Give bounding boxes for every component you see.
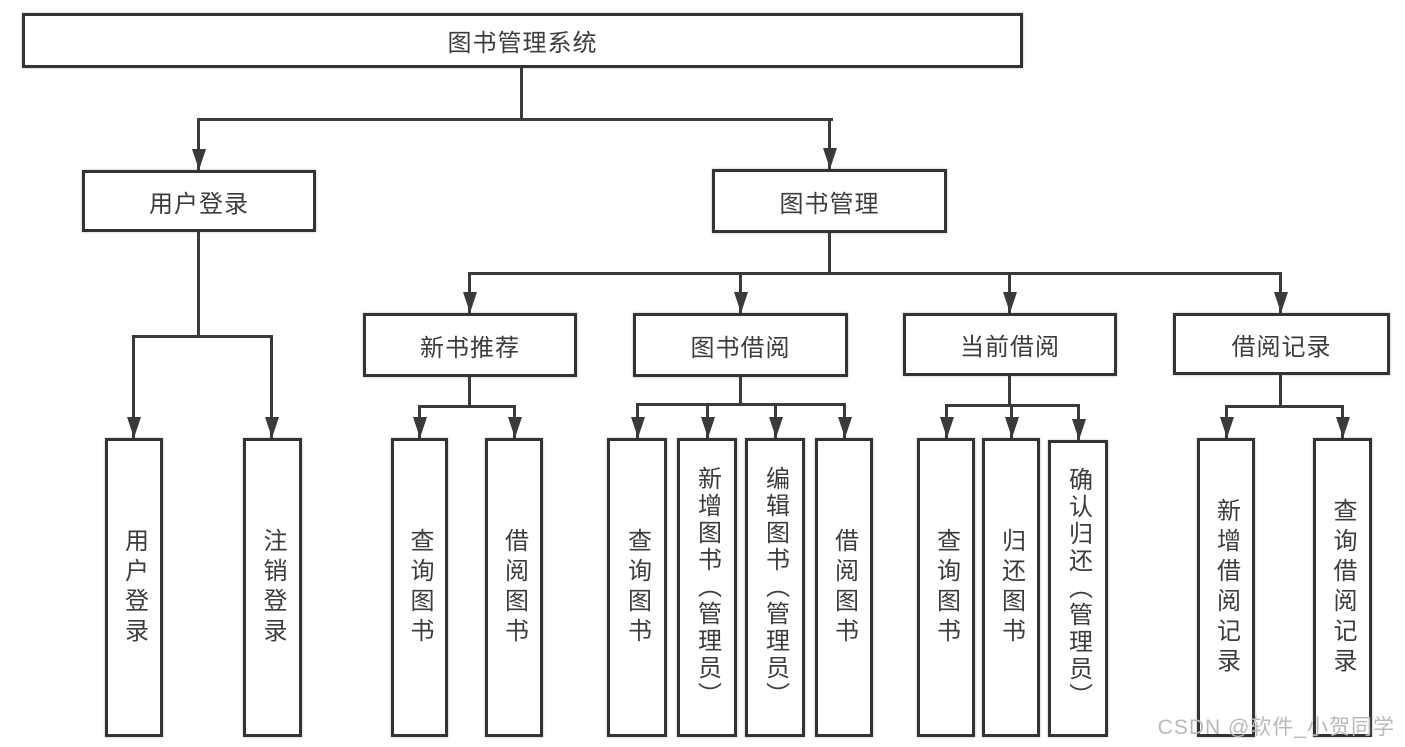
arrowhead-icon — [1005, 417, 1019, 438]
arrowhead-icon — [1072, 419, 1086, 440]
leaf-user-login-label: 用户登录 — [120, 527, 148, 648]
leaf-borrow-books-recommend: 借阅图书 — [485, 438, 543, 737]
leaf-query-borrow-record-label: 查询借阅记录 — [1329, 497, 1356, 678]
leaf-add-books-admin: 新增图书（管理员） — [677, 438, 737, 737]
connector-line — [468, 272, 1282, 275]
node-current-borrow: 当前借阅 — [903, 313, 1117, 376]
leaf-confirm-return-admin: 确认归还（管理员） — [1048, 440, 1108, 737]
node-user-login-label: 用户登录 — [149, 190, 249, 218]
arrowhead-icon — [701, 417, 715, 438]
arrowhead-icon — [1274, 292, 1288, 313]
arrowhead-icon — [823, 148, 837, 169]
node-current-borrow-label: 当前借阅 — [960, 334, 1060, 361]
arrowhead-icon — [1220, 417, 1234, 438]
connector-line — [132, 335, 273, 338]
arrowhead-icon — [631, 417, 645, 438]
leaf-edit-books-admin: 编辑图书（管理员） — [745, 438, 805, 737]
node-borrow-records: 借阅记录 — [1173, 313, 1390, 375]
connector-line — [197, 118, 833, 121]
node-book-management: 图书管理 — [712, 169, 947, 233]
leaf-query-books-recommend-label: 查询图书 — [406, 527, 433, 648]
leaf-query-books-borrow: 查询图书 — [607, 438, 667, 737]
arrowhead-icon — [413, 417, 427, 438]
leaf-query-books-current-label: 查询图书 — [932, 527, 960, 648]
leaf-user-login: 用户登录 — [105, 438, 163, 737]
arrowhead-icon — [940, 417, 954, 438]
node-book-borrow-label: 图书借阅 — [690, 334, 791, 362]
csdn-watermark: CSDN @软件_小贺同学 — [1157, 716, 1395, 739]
connector-line — [828, 118, 831, 169]
node-root-label: 图书管理系统 — [447, 30, 598, 57]
node-root: 图书管理系统 — [22, 13, 1023, 68]
connector-line — [636, 403, 846, 406]
leaf-add-books-admin-label: 新增图书（管理员） — [693, 466, 721, 709]
leaf-logout-label: 注销登录 — [259, 527, 286, 648]
node-borrow-records-label: 借阅记录 — [1231, 333, 1332, 361]
arrowhead-icon — [463, 292, 477, 313]
connector-line — [418, 405, 516, 408]
connector-line — [1279, 375, 1282, 405]
leaf-return-books-label: 归还图书 — [997, 527, 1025, 648]
leaf-borrow-books-recommend-label: 借阅图书 — [500, 527, 528, 648]
leaf-add-borrow-record: 新增借阅记录 — [1197, 438, 1255, 737]
connector-line — [197, 232, 200, 335]
connector-line — [520, 68, 523, 118]
arrowhead-icon — [192, 149, 206, 170]
connector-line — [132, 335, 135, 438]
node-user-login: 用户登录 — [82, 170, 316, 232]
arrowhead-icon — [1336, 417, 1350, 438]
leaf-query-borrow-record: 查询借阅记录 — [1313, 438, 1372, 737]
leaf-borrow-books-label: 借阅图书 — [830, 527, 858, 648]
arrowhead-icon — [127, 417, 141, 438]
node-book-borrow: 图书借阅 — [633, 313, 848, 377]
leaf-logout: 注销登录 — [243, 438, 302, 737]
leaf-confirm-return-admin-label: 确认归还（管理员） — [1064, 467, 1092, 710]
connector-line — [739, 377, 742, 403]
leaf-edit-books-admin-label: 编辑图书（管理员） — [761, 466, 789, 709]
arrowhead-icon — [508, 417, 522, 438]
arrowhead-icon — [769, 417, 783, 438]
leaf-query-books-current: 查询图书 — [917, 438, 975, 737]
leaf-query-books-recommend: 查询图书 — [391, 438, 448, 737]
arrowhead-icon — [838, 417, 852, 438]
connector-line — [828, 233, 831, 272]
node-book-management-label: 图书管理 — [779, 190, 880, 218]
connector-line — [197, 118, 200, 170]
connector-line — [1225, 405, 1344, 408]
leaf-query-books-borrow-label: 查询图书 — [623, 527, 651, 648]
arrowhead-icon — [734, 292, 748, 313]
leaf-return-books: 归还图书 — [982, 438, 1040, 737]
connector-line — [1008, 376, 1011, 404]
leaf-borrow-books: 借阅图书 — [815, 438, 873, 737]
connector-line — [270, 335, 273, 438]
node-new-book-recommend-label: 新书推荐 — [420, 334, 520, 362]
node-new-book-recommend: 新书推荐 — [363, 313, 577, 377]
connector-line — [468, 377, 471, 405]
arrowhead-icon — [265, 417, 279, 438]
arrowhead-icon — [1003, 292, 1017, 313]
leaf-add-borrow-record-label: 新增借阅记录 — [1212, 497, 1240, 678]
